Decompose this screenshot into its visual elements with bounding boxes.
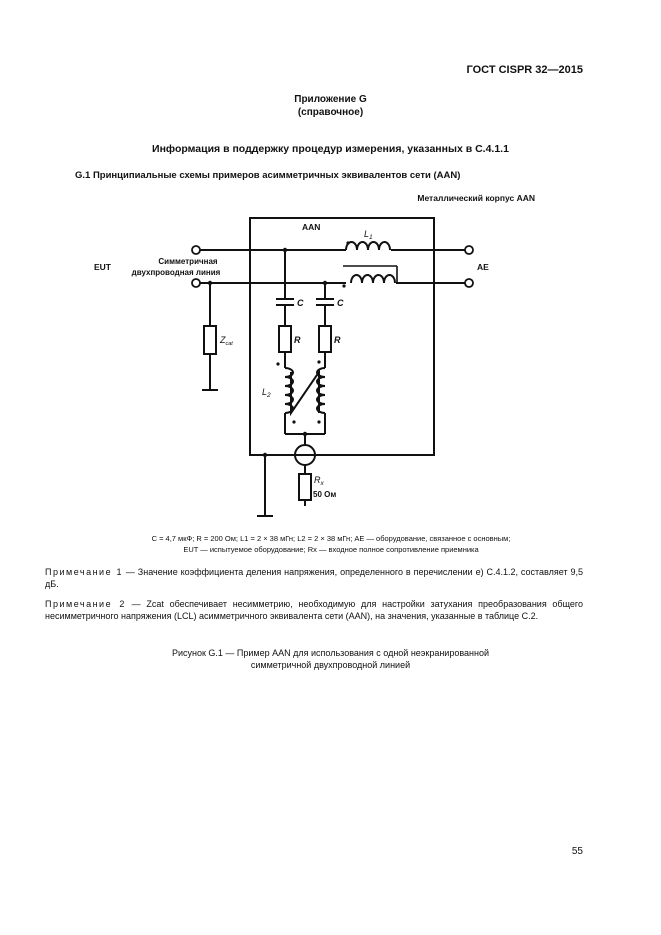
- aan-housing: [249, 217, 435, 456]
- aan-label: AAN: [302, 222, 320, 232]
- ae-label: AE: [477, 262, 489, 272]
- caption-line-2: симметричной двухпроводной линией: [250, 660, 411, 670]
- zcat-label: Zcat: [219, 335, 233, 347]
- l2-label: L2: [262, 387, 271, 399]
- ae-terminal-top: [464, 245, 474, 255]
- note-1-text: — Значение коэффициента деления напряжен…: [45, 567, 583, 589]
- c-label-left: C: [297, 298, 304, 308]
- standard-id: ГОСТ CISPR 32—2015: [466, 64, 583, 76]
- aan-circuit-diagram: Металлический корпус AAN AAN EUT AE Симм…: [94, 193, 535, 517]
- l2-coil-left: [284, 367, 294, 414]
- rx-label: Rx: [314, 475, 325, 487]
- rx-resistor: [298, 473, 312, 501]
- note-2: Примечание 2 — Zcat обеспечивает несимме…: [45, 598, 583, 622]
- note-1-label: Примечание 1: [45, 567, 123, 577]
- note-2-text: — Zcat обеспечивает несимметрию, необход…: [45, 599, 583, 621]
- eut-terminal-top: [191, 245, 201, 255]
- diagram-legend: C = 4,7 мкФ; R = 200 Ом; L1 = 2 × 38 мГн…: [80, 533, 582, 555]
- ae-terminal-bottom: [464, 278, 474, 288]
- annex-type: (справочное): [297, 107, 364, 118]
- r-resistor-right: [318, 325, 332, 353]
- l2-coil-right: [316, 367, 326, 414]
- r-label-right: R: [334, 335, 341, 345]
- caption-line-1: Рисунок G.1 — Пример AAN для использован…: [171, 648, 490, 658]
- note-1: Примечание 1 — Значение коэффициента дел…: [45, 566, 583, 590]
- legend-line-1: C = 4,7 мкФ; R = 200 Ом; L1 = 2 × 38 мГн…: [151, 534, 511, 543]
- line-label-1: Симметричная: [158, 257, 218, 266]
- housing-label: Металлический корпус AAN: [417, 193, 535, 203]
- rx-value: 50 Ом: [313, 490, 336, 499]
- section-heading: Информация в поддержку процедур измерени…: [152, 143, 509, 155]
- l1-coil-top: [345, 241, 391, 251]
- zcat-resistor: [203, 325, 217, 355]
- eut-terminal-bottom: [191, 278, 201, 288]
- eut-label: EUT: [94, 262, 112, 272]
- l1-label: L1: [364, 229, 373, 241]
- l1-coil-bottom: [350, 274, 396, 284]
- page-number: 55: [571, 846, 583, 857]
- c-label-right: C: [337, 298, 344, 308]
- r-resistor-left: [278, 325, 292, 353]
- line-label-2: двухпроводная линия: [132, 268, 221, 277]
- annex-title: Приложение G (справочное): [0, 93, 661, 119]
- figure-caption: Рисунок G.1 — Пример AAN для использован…: [0, 647, 661, 671]
- subsection-heading: G.1 Принципиальные схемы примеров асимме…: [75, 170, 461, 181]
- legend-line-2: EUT — испытуемое оборудование; Rx — вход…: [183, 545, 479, 554]
- r-label-left: R: [294, 335, 301, 345]
- annex-name: Приложение G: [294, 94, 367, 105]
- note-2-label: Примечание 2: [45, 599, 126, 609]
